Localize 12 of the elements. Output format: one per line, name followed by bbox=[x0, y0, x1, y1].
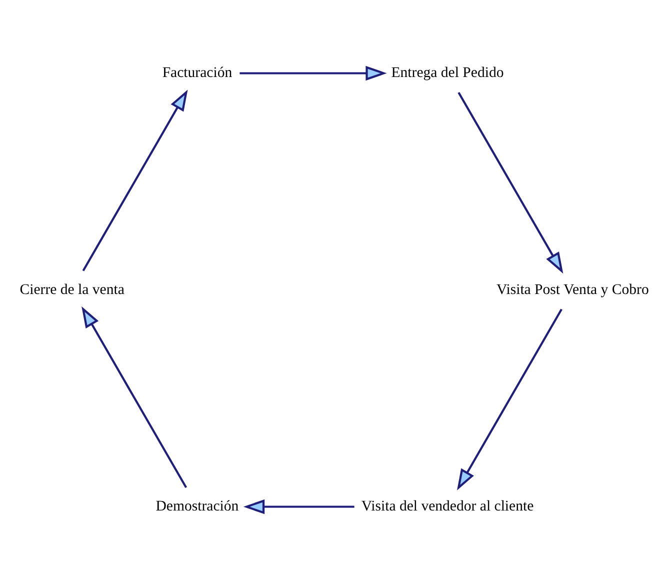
arrow bbox=[82, 306, 188, 488]
node-text: Facturación bbox=[162, 64, 232, 81]
arrow bbox=[243, 498, 354, 514]
node-text: Visita del vendedor al cliente bbox=[361, 498, 534, 514]
node-text: Entrega del Pedido bbox=[391, 64, 504, 81]
arrow bbox=[82, 89, 188, 271]
node-text: Cierre de la venta bbox=[20, 281, 124, 298]
arrow bbox=[240, 65, 387, 80]
arrow bbox=[458, 91, 564, 274]
node-text: Demostración bbox=[156, 498, 239, 514]
node-text: Visita Post Venta y Cobro bbox=[496, 281, 649, 298]
arrow bbox=[457, 308, 562, 490]
